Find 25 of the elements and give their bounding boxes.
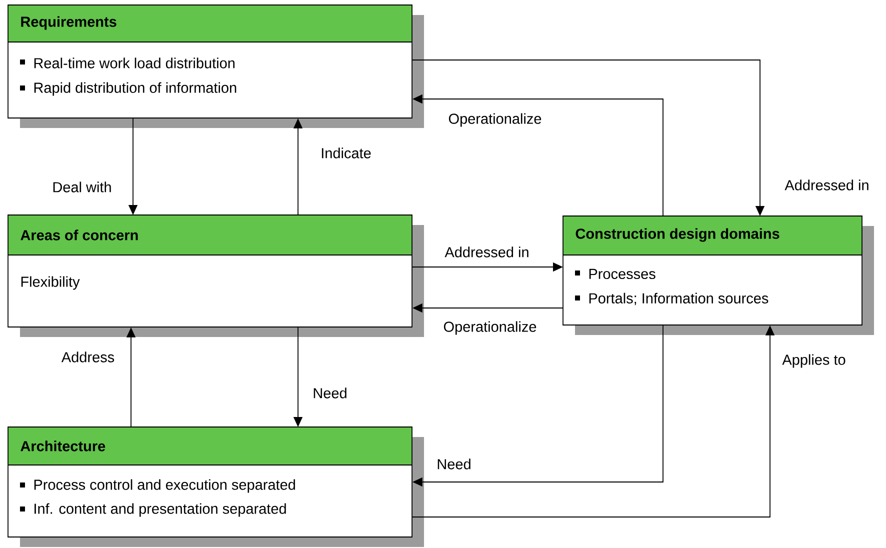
box [562,216,874,335]
box [8,4,424,128]
edge-label: Operationalize [447,112,543,128]
bullet-item: Rapid distribution of information [20,82,236,96]
bullet-item: Process control and execution separated [20,479,295,493]
box-heading: Construction design domains [576,228,780,242]
box-heading: Architecture [20,440,106,452]
edge-label: Indicate [320,146,372,160]
edge-label: Deal with [51,180,113,194]
box-heading: Areas of concern [20,230,138,240]
edge-label: Need [312,386,348,400]
body-text: Flexibility [21,276,80,290]
box [8,214,424,337]
bullet-item: Portals; Information sources [575,292,768,306]
box [8,426,424,547]
edge-label: Need [436,458,472,470]
bullet-item: Processes [575,268,656,280]
bullet-item: Real-time work load distribution [20,58,234,68]
bullet-item: Inf. content and presentation separated [20,503,286,517]
edge-label: Applies to [781,353,847,369]
edge-label: Addressed in [784,178,870,192]
edge-label: Operationalize [442,320,538,336]
box-heading: Requirements [21,16,116,30]
edge-label: Address [60,350,116,364]
edge-label: Addressed in [444,246,530,258]
